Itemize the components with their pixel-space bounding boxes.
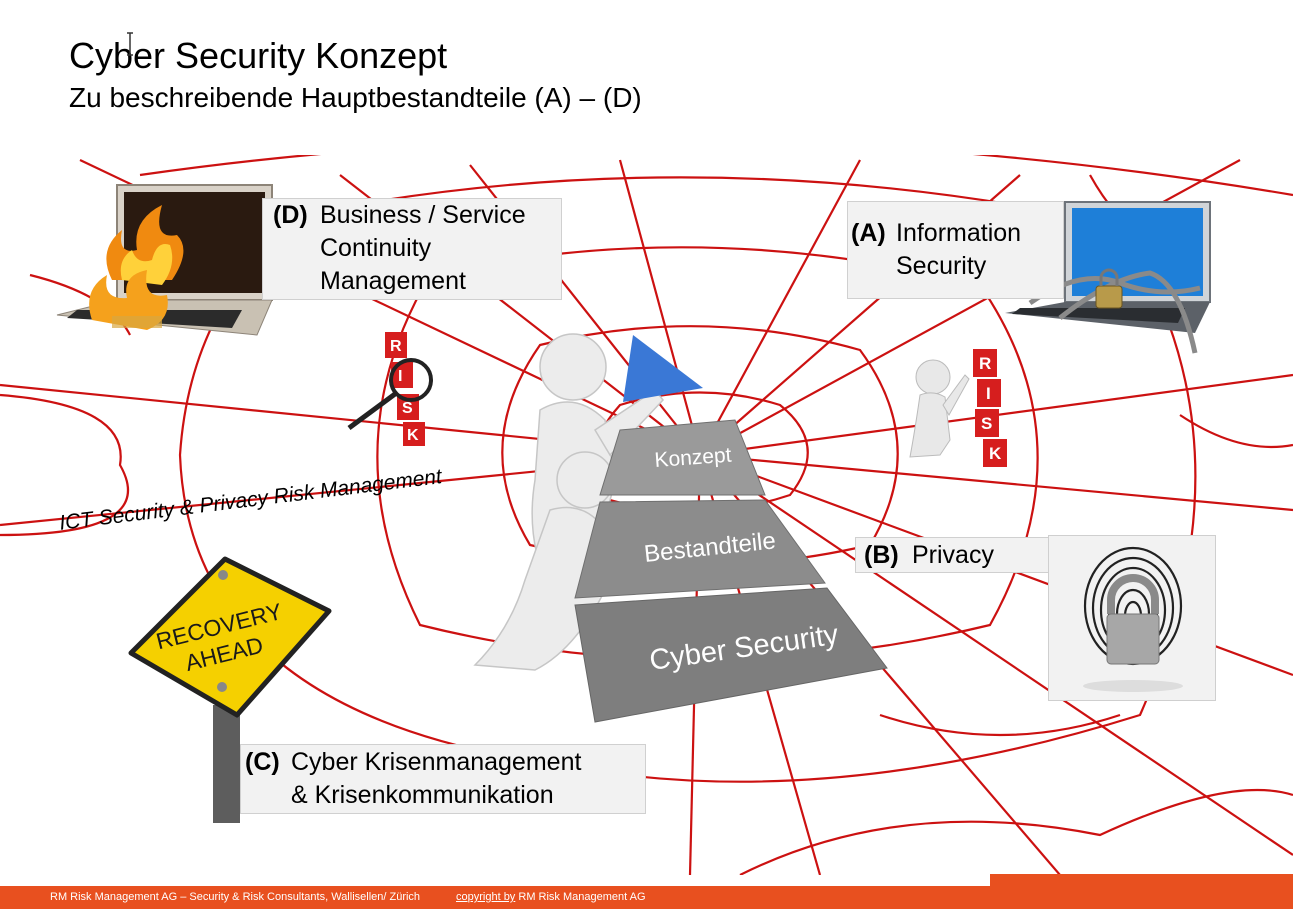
figure-risk-cubes-icon: R I S K — [909, 349, 1007, 467]
risk-cube-letter: K — [407, 427, 419, 444]
copyright-label: copyright by — [456, 891, 516, 903]
component-label-line: Privacy — [912, 541, 994, 569]
pyramid-illustration: Konzept Bestandteile Cyber Security — [473, 333, 888, 723]
component-tag: (D) — [273, 201, 308, 229]
risk-cube-letter: I — [986, 384, 991, 403]
footer-tab — [990, 874, 1293, 888]
component-label-line: Business / Service — [320, 201, 526, 229]
copyright-owner: RM Risk Management AG — [518, 891, 646, 903]
recovery-sign-icon: RECOVERY AHEAD — [128, 556, 332, 823]
risk-cube-letter: R — [979, 354, 991, 373]
fingerprint-panel — [1048, 535, 1216, 701]
component-label-line: Information — [896, 219, 1022, 247]
chained-laptop-icon — [1005, 201, 1211, 354]
fingerprint-lock-icon — [1083, 546, 1183, 692]
component-tag: (A) — [851, 219, 886, 247]
risk-cube-letter: K — [989, 444, 1002, 463]
component-box-c: (C) Cyber Krisenmanagement & Krisenkommu… — [240, 744, 646, 814]
component-box-d: (D) Business / Service Continuity Manage… — [262, 198, 562, 300]
component-tag: (B) — [864, 541, 899, 569]
risk-cube-letter: R — [390, 338, 402, 355]
component-label-line: & Krisenkommunikation — [291, 781, 554, 809]
burning-laptop-icon — [56, 184, 273, 336]
stick-figure-icon — [539, 333, 607, 401]
component-label-line: Cyber Krisenmanagement — [291, 748, 582, 776]
text-cursor-icon — [127, 32, 133, 56]
pyramid-level-label: Konzept — [654, 444, 733, 472]
triangle-icon — [623, 335, 703, 402]
component-label-line: Security — [896, 252, 987, 280]
component-label-line: Management — [320, 267, 466, 295]
risk-cube-letter: S — [402, 400, 413, 417]
magnifier-icon — [389, 358, 433, 402]
slide-subtitle: Zu beschreibende Hauptbestandteile (A) –… — [69, 82, 642, 113]
risk-cube-letter: S — [981, 414, 992, 433]
component-box-a: (A) Information Security — [847, 201, 1064, 299]
component-tag: (C) — [245, 748, 280, 776]
footer-copyright: copyright by RM Risk Management AG — [456, 891, 646, 903]
component-label-line: Continuity — [320, 234, 432, 262]
component-box-b: (B) Privacy — [855, 537, 1051, 573]
risk-cubes-magnifier-icon: R I S K — [347, 332, 433, 446]
footer-bar — [0, 886, 1293, 909]
footer-company: RM Risk Management AG – Security & Risk … — [50, 891, 421, 903]
risk-cube-letter: I — [398, 368, 402, 385]
